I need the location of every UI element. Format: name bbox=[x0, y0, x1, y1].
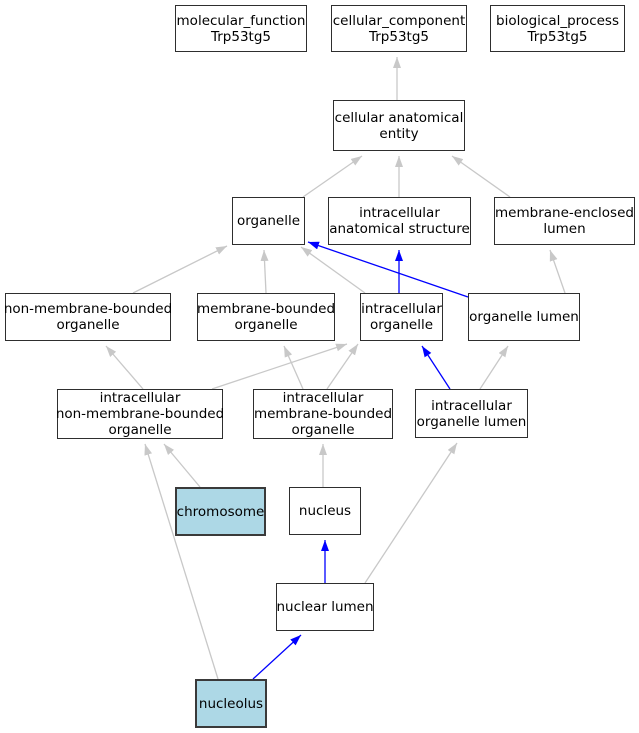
node-label-line: intracellular bbox=[359, 205, 440, 221]
node-nucleolus[interactable]: nucleolus bbox=[195, 679, 267, 728]
node-label-line: organelle bbox=[234, 317, 298, 333]
node-label-line: organelle bbox=[108, 422, 172, 438]
node-label-line: nuclear lumen bbox=[276, 599, 374, 615]
edge-nuclear-lumen--intracellular-organelle-lumen bbox=[364, 442, 458, 584]
edge-non-membrane-bounded-organelle--organelle bbox=[132, 245, 228, 294]
node-label-line: Trp53tg5 bbox=[527, 28, 588, 45]
edge-organelle-lumen--membrane-enclosed-lumen bbox=[549, 249, 566, 294]
node-label-line: membrane-enclosed bbox=[495, 205, 634, 221]
node-label-line: biological_process bbox=[496, 12, 619, 29]
node-label-line: membrane-bounded bbox=[196, 301, 336, 317]
node-label-line: cellular anatomical bbox=[334, 109, 464, 126]
node-label-line: entity bbox=[379, 125, 419, 142]
node-label-line: non-membrane-bounded bbox=[55, 406, 225, 422]
node-label-line: nucleolus bbox=[198, 695, 264, 712]
node-label-line: intracellular bbox=[99, 390, 181, 406]
node-label-line: intracellular bbox=[361, 301, 442, 317]
node-label-line: organelle lumen bbox=[416, 413, 527, 430]
node-chromosome[interactable]: chromosome bbox=[175, 487, 266, 536]
node-label-line: intracellular bbox=[282, 390, 364, 406]
edge-organelle-lumen--organelle bbox=[307, 241, 469, 298]
node-label-line: organelle bbox=[291, 422, 355, 438]
node-organelle-lumen[interactable]: organelle lumen bbox=[468, 293, 580, 341]
edge-intracellular-organelle--organelle bbox=[300, 246, 366, 294]
edge-intracellular-non-membrane-bounded-organelle--non-membrane-bounded-organelle bbox=[105, 345, 144, 390]
edge-membrane-enclosed-lumen--cellular-anatomical-entity bbox=[451, 155, 511, 198]
node-label-line: membrane-bounded bbox=[253, 406, 393, 422]
node-label-line: non-membrane-bounded bbox=[3, 301, 173, 317]
node-label-line: cellular_component bbox=[332, 12, 466, 29]
node-label-line: chromosome bbox=[176, 503, 265, 520]
node-label-line: organelle bbox=[56, 317, 120, 333]
edge-intracellular-membrane-bounded-organelle--intracellular-organelle bbox=[326, 343, 359, 390]
edge-nucleolus--intracellular-non-membrane-bounded-organelle bbox=[144, 443, 219, 680]
node-organelle[interactable]: organelle bbox=[232, 197, 305, 245]
node-label-line: intracellular bbox=[431, 397, 512, 414]
edge-organelle--cellular-anatomical-entity bbox=[302, 155, 363, 198]
node-label-line: nucleus bbox=[298, 503, 352, 519]
node-nuclear-lumen[interactable]: nuclear lumen bbox=[276, 583, 374, 631]
node-label-line: organelle lumen bbox=[469, 309, 579, 325]
edge-membrane-bounded-organelle--organelle bbox=[260, 249, 269, 294]
node-label-line: Trp53tg5 bbox=[368, 28, 429, 45]
edge-nucleolus--nuclear-lumen bbox=[252, 634, 302, 680]
node-label-line: anatomical structure bbox=[329, 221, 470, 237]
node-label-line: Trp53tg5 bbox=[210, 28, 271, 45]
node-label-line: organelle bbox=[236, 213, 301, 229]
edge-intracellular-organelle-lumen--organelle-lumen bbox=[479, 345, 509, 390]
node-label-line: organelle bbox=[369, 317, 434, 333]
node-label-line: molecular_function bbox=[176, 12, 306, 29]
edge-intracellular-non-membrane-bounded-organelle--intracellular-organelle bbox=[211, 343, 348, 390]
node-nucleus[interactable]: nucleus bbox=[289, 487, 361, 535]
edge-intracellular-organelle-lumen--intracellular-organelle bbox=[421, 345, 451, 390]
node-label-line: lumen bbox=[543, 221, 586, 237]
edge-chromosome--intracellular-non-membrane-bounded-organelle bbox=[163, 443, 201, 488]
edge-intracellular-membrane-bounded-organelle--membrane-bounded-organelle bbox=[283, 345, 304, 390]
